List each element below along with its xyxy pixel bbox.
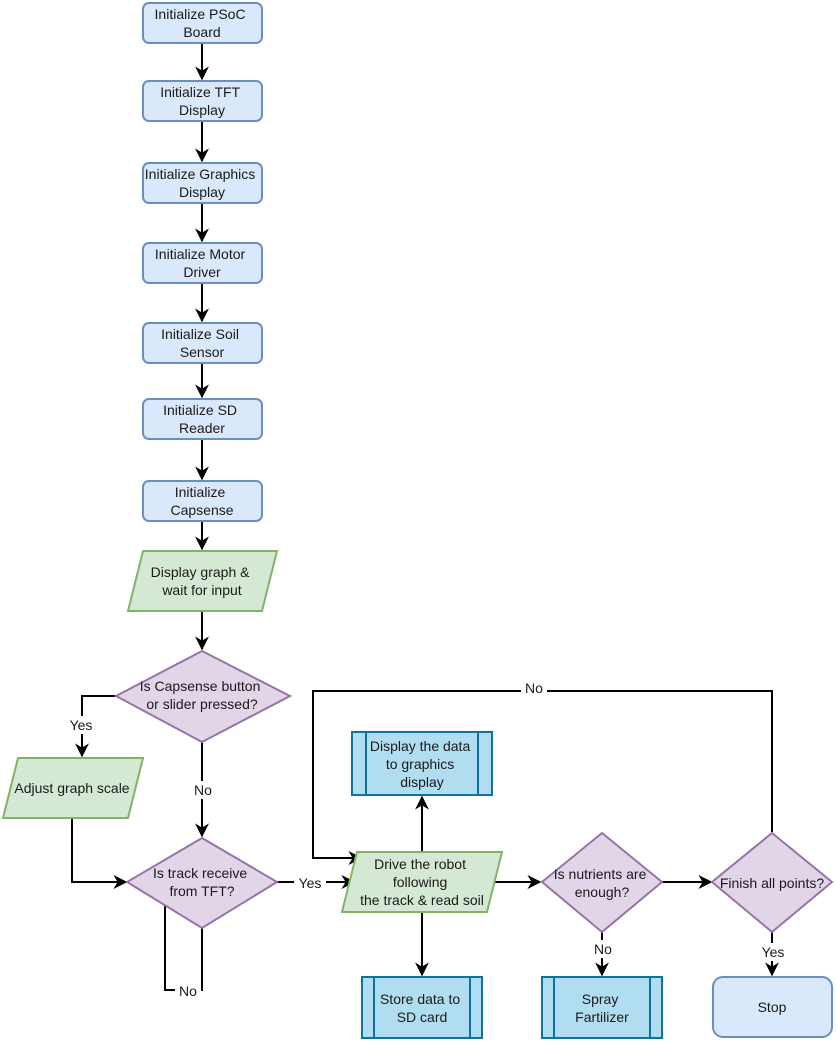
node-init-psoc: Initialize PSoC Board [142, 2, 263, 44]
node-init-capsense: Initialize Capsense [142, 480, 263, 522]
svg-text:Initialize Capsense: Initialize Capsense [170, 484, 233, 518]
node-spray-line-1: Spray [582, 991, 619, 1007]
node-init-tft-line-2: Display [179, 102, 225, 118]
node-nutrients-decision-line-1: Is nutrients are [554, 866, 647, 882]
node-track-decision: Is track receive from TFT? [125, 836, 279, 930]
label-finish-no: No [525, 680, 543, 696]
svg-text:Stop: Stop [758, 999, 787, 1015]
node-display-graph: Display graph & wait for input [126, 550, 279, 612]
node-adjust-graph-line-1: Adjust graph scale [14, 780, 129, 796]
node-adjust-graph: Adjust graph scale [1, 757, 145, 819]
node-finish-decision: Finish all points? [710, 831, 834, 934]
edge-adjust-to-track [71, 818, 128, 889]
node-display-data-line-2: to graphics [386, 756, 454, 772]
node-capsense-decision-line-1: Is Capsense button [140, 678, 261, 694]
node-spray: Spray Fartilizer [541, 976, 663, 1039]
node-init-capsense-line-1: Initialize [175, 484, 226, 500]
node-store-data-line-1: Store data to [380, 991, 460, 1007]
svg-text:Initialize Graphics Di: Initialize Graphics Display [145, 166, 259, 200]
edge-finish-no [312, 690, 773, 865]
node-nutrients-decision: Is nutrients are enough? [540, 831, 664, 934]
node-init-graphics-line-2: Display [179, 184, 225, 200]
node-store-data: Store data to SD card [361, 976, 483, 1039]
node-display-graph-line-1: Display graph & [151, 564, 250, 580]
node-init-motor-line-2: Driver [183, 264, 221, 280]
node-init-soil-line-2: Sensor [180, 344, 225, 360]
node-spray-line-2: Fartilizer [575, 1009, 629, 1025]
svg-text:Drive the robot follow: Drive the robot following the track & re… [360, 856, 484, 908]
svg-text:Display graph & wait f: Display graph & wait for input [151, 564, 254, 598]
node-init-capsense-line-2: Capsense [170, 502, 233, 518]
svg-text:Initialize TFT Display: Initialize TFT Display [160, 84, 244, 118]
node-capsense-decision: Is Capsense button or slider pressed? [113, 649, 293, 744]
label-capsense-no: No [194, 782, 212, 798]
label-track-no: No [179, 983, 197, 999]
node-init-motor: Initialize Motor Driver [142, 242, 263, 284]
node-nutrients-decision-line-2: enough? [575, 884, 630, 900]
label-track-yes: Yes [299, 875, 322, 891]
svg-text:Display the data to gr: Display the data to graphics display [370, 738, 474, 790]
node-init-graphics-line-1: Initialize Graphics [145, 166, 256, 182]
node-drive-robot-line-2: following [393, 874, 447, 890]
node-init-soil-line-1: Initialize Soil [161, 326, 239, 342]
label-capsense-yes: Yes [70, 717, 93, 733]
svg-text:Adjust graph scale: Adjust graph scale [14, 780, 129, 796]
node-init-tft-line-1: Initialize TFT [160, 84, 240, 100]
node-store-data-line-2: SD card [397, 1009, 448, 1025]
node-init-soil: Initialize Soil Sensor [142, 322, 263, 364]
node-finish-decision-line-1: Finish all points? [720, 875, 824, 891]
label-nutrients-no: No [594, 941, 612, 957]
node-init-tft: Initialize TFT Display [142, 80, 263, 122]
node-stop: Stop [712, 976, 833, 1038]
edge-labels: Yes No Yes No No Yes No [65, 680, 789, 1000]
node-display-data: Display the data to graphics display [351, 731, 493, 796]
node-display-data-line-3: display [400, 774, 444, 790]
node-stop-line-1: Stop [758, 999, 787, 1015]
node-init-sd-line-2: Reader [179, 420, 225, 436]
node-init-sd: Initialize SD Reader [142, 398, 263, 440]
svg-text:Initialize Soil Sensor: Initialize Soil Sensor [161, 326, 243, 360]
node-drive-robot-line-1: Drive the robot [374, 856, 466, 872]
node-init-motor-line-1: Initialize Motor [155, 246, 246, 262]
node-track-decision-line-2: from TFT? [169, 883, 234, 899]
svg-text:Is nutrients are enoug: Is nutrients are enough? [554, 866, 651, 900]
svg-text:Finish all points?: Finish all points? [720, 875, 824, 891]
node-drive-robot: Drive the robot following the track & re… [340, 851, 504, 913]
node-init-sd-line-1: Initialize SD [163, 402, 237, 418]
svg-text:Initialize SD Reader: Initialize SD Reader [163, 402, 241, 436]
node-capsense-decision-line-2: or slider pressed? [146, 696, 257, 712]
label-finish-yes: Yes [762, 944, 785, 960]
node-display-data-line-1: Display the data [370, 738, 471, 754]
node-track-decision-line-1: Is track receive [153, 865, 247, 881]
node-init-psoc-line-2: Board [183, 24, 220, 40]
node-drive-robot-line-3: the track & read soil [360, 892, 484, 908]
edge-capsense-yes [75, 695, 116, 758]
svg-text:Spray Fartilizer: Spray Fartilizer [575, 991, 629, 1025]
node-display-graph-line-2: wait for input [161, 582, 241, 598]
node-init-psoc-line-1: Initialize PSoC [155, 6, 246, 22]
svg-text:Is track receive from: Is track receive from TFT? [153, 865, 251, 899]
svg-text:Initialize PSoC Board: Initialize PSoC Board [155, 6, 250, 40]
svg-text:Is Capsense button or: Is Capsense button or slider pressed? [140, 678, 265, 712]
svg-text:Store data to SD card: Store data to SD card [380, 991, 464, 1025]
svg-text:Initialize Motor Drive: Initialize Motor Driver [155, 246, 249, 280]
node-init-graphics: Initialize Graphics Display [142, 162, 263, 204]
